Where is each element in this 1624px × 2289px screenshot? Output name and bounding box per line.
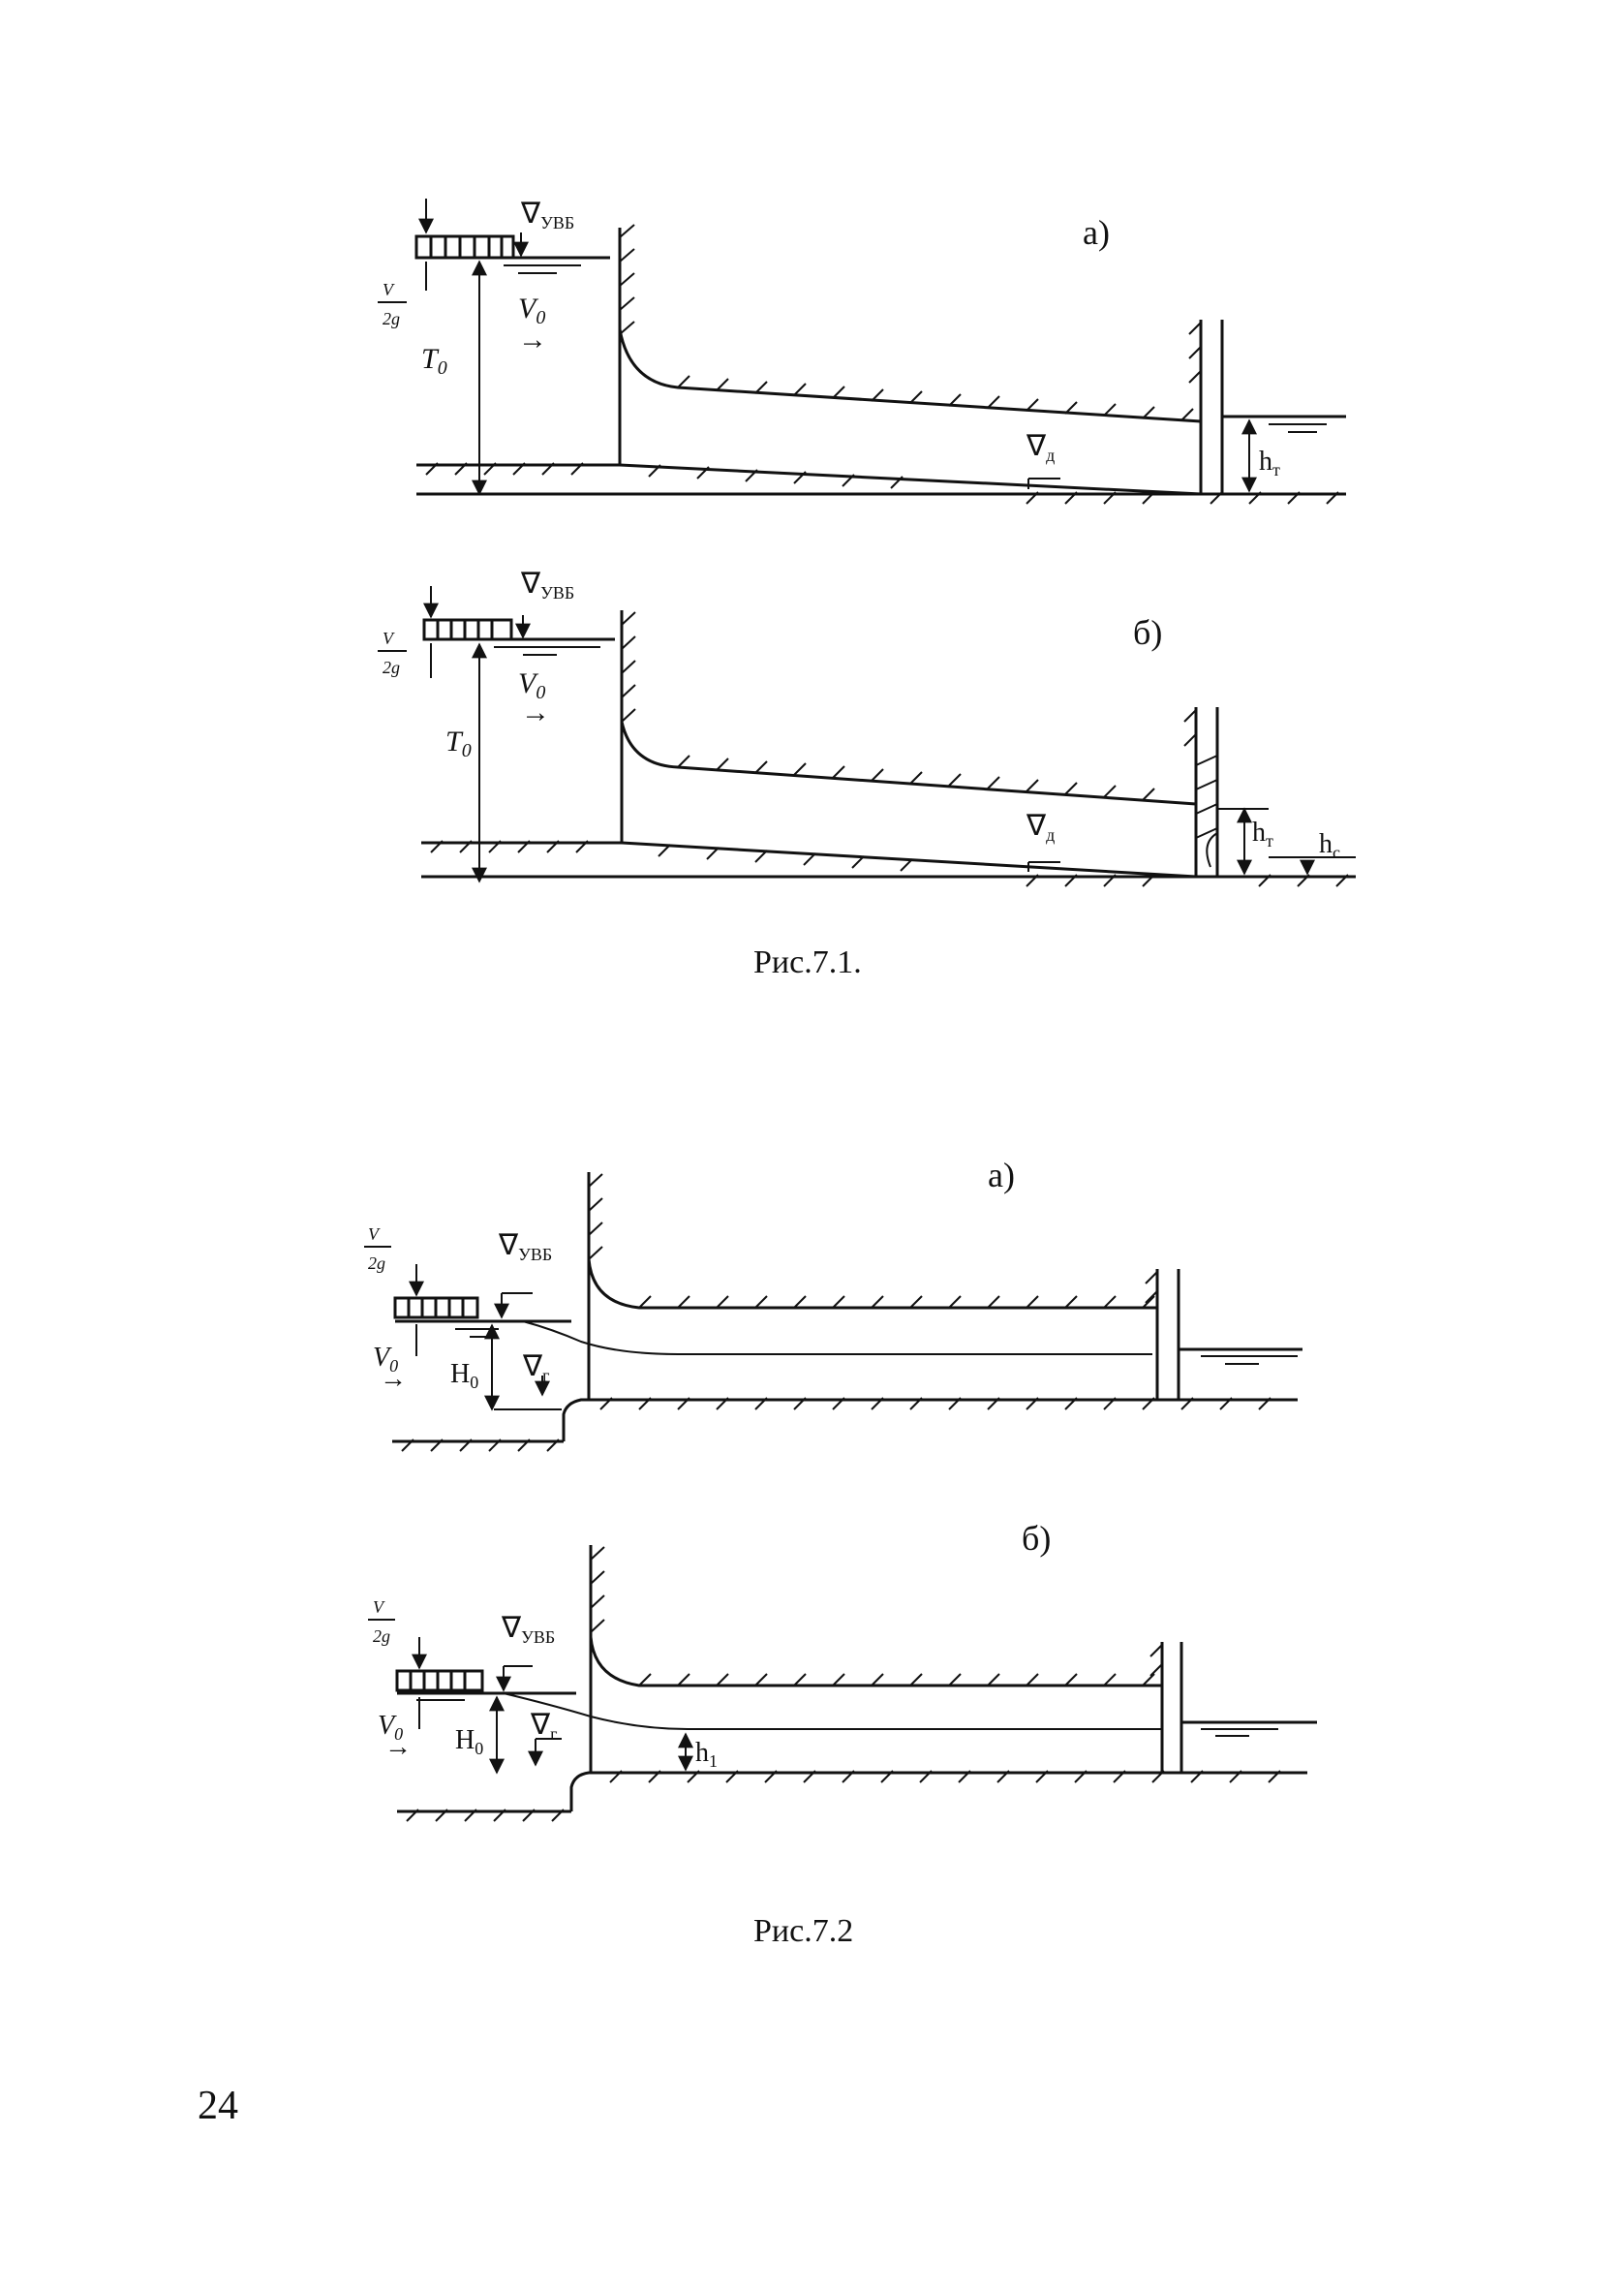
- fig-7-1-b-labels: б) ∇УВБ V 2g T0 V0 → ∇д hт hc: [378, 568, 1340, 862]
- velocity-head-den: 2g: [368, 1253, 385, 1273]
- v0-label: V0: [373, 1343, 398, 1376]
- fig-7-2-b-labels: б) ∇УВБ V 2g V0 → H0 ∇г h1: [368, 1519, 1051, 1771]
- velocity-head-fraction: V: [383, 280, 395, 299]
- figure-7-1-caption: Рис.7.1.: [753, 944, 862, 980]
- fig-7-2-b: [395, 1545, 1317, 1822]
- nabla-g-label: ∇г: [530, 1709, 557, 1744]
- h0-label: H0: [450, 1359, 478, 1392]
- page-number: 24: [198, 2084, 238, 2128]
- v0-arrow: →: [384, 1732, 412, 1762]
- t0-label: T0: [421, 343, 447, 379]
- ht-label: hт: [1252, 818, 1273, 851]
- v0-arrow: →: [521, 696, 550, 728]
- fig-7-2-a-labels: a) ∇УВБ V 2g V0 → H0 ∇г: [364, 1156, 1015, 1394]
- velocity-head-den: 2g: [383, 658, 400, 677]
- v0-arrow: →: [518, 324, 547, 356]
- fig-7-1-a-letter: a): [1083, 213, 1110, 252]
- v0-label: V0: [378, 1711, 403, 1744]
- ht-label: hт: [1259, 447, 1280, 479]
- culvert-crown: [618, 328, 1202, 423]
- fig-7-2-b-letter: б): [1022, 1519, 1051, 1558]
- hc-label: hc: [1319, 829, 1340, 862]
- h0-label: H0: [455, 1725, 483, 1758]
- trash-rack-bars: [429, 236, 504, 258]
- fig-7-1-a-labels: a) ∇УВБ V 2g T0 V0 → ∇д hт: [378, 198, 1280, 479]
- nabla-uvb-label: ∇УВБ: [520, 198, 574, 232]
- figure-7-2-caption: Рис.7.2: [753, 1913, 854, 1949]
- velocity-head-fraction: V: [368, 1224, 381, 1244]
- culvert-crown: [589, 1636, 1162, 1687]
- v0-label: V0: [518, 293, 545, 328]
- fig-7-2-a-letter: a): [988, 1156, 1015, 1194]
- drawdown-curve: [522, 1320, 1152, 1355]
- velocity-head-den: 2g: [383, 309, 400, 328]
- velocity-head-fraction: V: [373, 1597, 385, 1617]
- culvert-crown: [587, 1258, 1157, 1310]
- drawdown-curve: [503, 1692, 1162, 1730]
- nabla-d-label: ∇д: [1026, 810, 1055, 845]
- h1-label: h1: [695, 1738, 718, 1771]
- fig-7-1-b-letter: б): [1133, 613, 1162, 652]
- culvert-invert: [621, 841, 1197, 879]
- trash-rack: [395, 1669, 484, 1692]
- nabla-uvb-label: ∇УВБ: [501, 1612, 555, 1647]
- v0-label: V0: [518, 667, 545, 703]
- nabla-uvb-label: ∇УВБ: [520, 568, 574, 603]
- fig-7-2-a: [392, 1172, 1302, 1452]
- culvert-invert: [562, 1398, 1298, 1441]
- culvert-crown: [620, 721, 1197, 806]
- fig-7-1-a: [414, 199, 1346, 505]
- fig-7-1-b: [421, 586, 1356, 887]
- velocity-head-fraction: V: [383, 629, 395, 648]
- t0-label: T0: [445, 726, 472, 761]
- nabla-g-label: ∇г: [522, 1350, 549, 1385]
- velocity-head-den: 2g: [373, 1626, 390, 1646]
- culvert-invert: [619, 463, 1202, 496]
- nabla-d-label: ∇д: [1026, 430, 1055, 465]
- v0-arrow: →: [380, 1364, 407, 1394]
- nabla-uvb-label: ∇УВБ: [498, 1229, 552, 1264]
- culvert-invert: [569, 1771, 1307, 1811]
